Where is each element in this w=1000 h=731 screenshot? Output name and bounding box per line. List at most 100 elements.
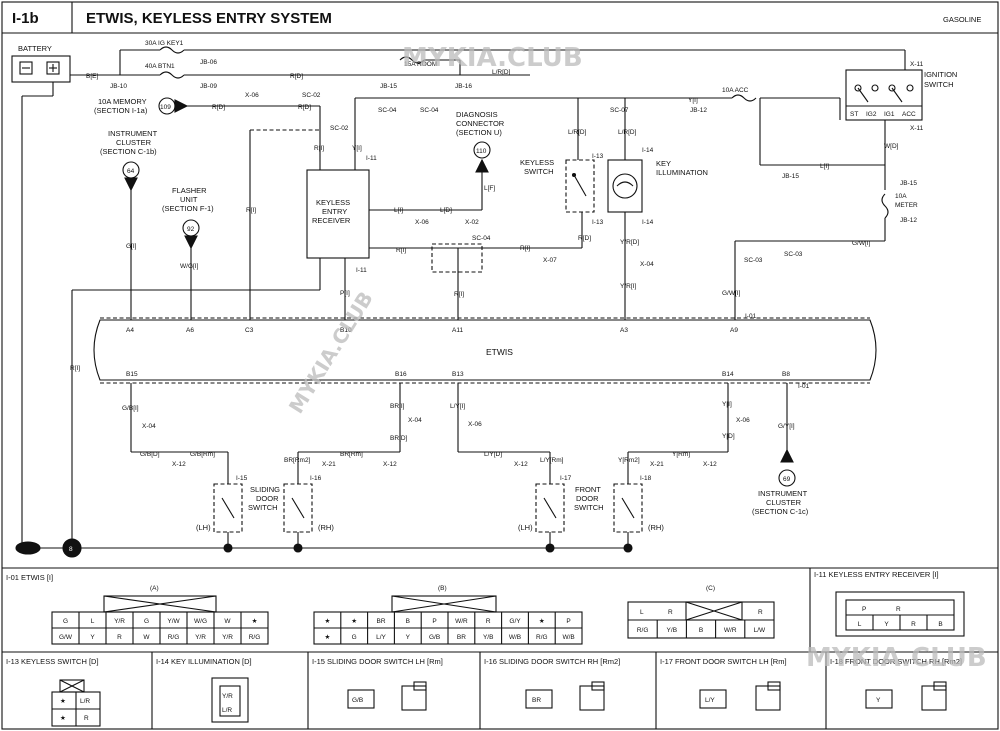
pin-label-a: G [63, 618, 68, 625]
svg-text:METER: METER [895, 202, 918, 209]
svg-text:G/Y[I]: G/Y[I] [778, 423, 795, 430]
svg-text:JB-12: JB-12 [690, 107, 707, 114]
panel-i16-title: I-16 SLIDING DOOR SWITCH RH [Rm2] [484, 657, 620, 666]
svg-text:(SECTION C-1b): (SECTION C-1b) [100, 147, 157, 156]
flasher-unit: FLASHER UNIT (SECTION F-1) 92 [162, 186, 214, 250]
pin-label-c: R [668, 609, 673, 616]
pin-label-b: P [432, 618, 436, 625]
fuse-acc: 10A ACC [722, 87, 749, 94]
connector-i18: Y [865, 681, 947, 711]
svg-text:10A: 10A [895, 193, 907, 200]
svg-text:(C): (C) [706, 585, 715, 592]
pin-label-b: Y/B [483, 634, 493, 641]
fuse-room: 15A ROOM [404, 61, 437, 68]
svg-text:Y: Y [876, 697, 881, 704]
svg-text:I-17: I-17 [560, 475, 572, 482]
svg-text:Y[I]: Y[I] [352, 145, 362, 152]
svg-text:(RH): (RH) [648, 523, 664, 532]
pin-label-a: Y/R [222, 634, 233, 641]
svg-text:R[I]: R[I] [454, 291, 464, 298]
ground-symbol: 8 [15, 538, 82, 558]
svg-text:8: 8 [69, 546, 73, 553]
svg-text:X-06: X-06 [468, 421, 482, 428]
pin-label-b: P [566, 618, 570, 625]
svg-text:CONNECTOR: CONNECTOR [456, 119, 505, 128]
pin-label-b: B [406, 618, 410, 625]
panel-i14-title: I-14 KEY ILLUMINATION [D] [156, 657, 252, 666]
svg-text:(A): (A) [150, 585, 159, 592]
keyless-switch: KEYLESS SWITCH [520, 158, 595, 213]
pin-label-i11: L [858, 621, 862, 628]
pin-label-b: ★ [324, 633, 330, 641]
svg-text:Y[I]: Y[I] [722, 401, 732, 408]
svg-text:L[F]: L[F] [484, 185, 495, 192]
svg-text:ILLUMINATION: ILLUMINATION [656, 168, 708, 177]
svg-text:G/B[Rm]: G/B[Rm] [190, 451, 215, 458]
svg-text:Y/R[D]: Y/R[D] [620, 239, 639, 246]
svg-text:X-02: X-02 [465, 219, 479, 226]
connector-i15: G/B [347, 681, 427, 711]
pin-label-b: BR [457, 634, 466, 641]
pin-label-a: ★ [252, 617, 258, 625]
panel-i11-title: I-11 KEYLESS ENTRY RECEIVER [I] [814, 570, 939, 579]
svg-text:R[I]: R[I] [396, 247, 406, 254]
svg-text:R[I]: R[I] [246, 207, 256, 214]
svg-text:SC-02: SC-02 [302, 92, 321, 99]
pin-label-a: G/W [59, 634, 73, 641]
pin-label-a: Y [90, 634, 95, 641]
svg-text:BR[D]: BR[D] [390, 435, 408, 442]
svg-text:69: 69 [783, 476, 791, 483]
svg-text:KEY: KEY [656, 159, 671, 168]
svg-text:(SECTION F-1): (SECTION F-1) [162, 204, 214, 213]
pin-label-c: R/G [637, 627, 649, 634]
svg-text:110: 110 [476, 148, 487, 155]
svg-text:L[I]: L[I] [820, 163, 829, 170]
instrument-cluster-top: INSTRUMENT CLUSTER (SECTION C-1b) 64 [100, 129, 158, 192]
svg-text:X-06: X-06 [736, 417, 750, 424]
svg-text:ENTRY: ENTRY [322, 207, 347, 216]
connector-i16: BR [525, 681, 605, 711]
pin-label-i11: R [896, 606, 901, 613]
panel-i01-title: I-01 ETWIS [I] [6, 573, 53, 582]
svg-text:Y[D]: Y[D] [722, 433, 735, 440]
connector-i14: Y/R L/R [211, 677, 249, 723]
svg-text:★: ★ [60, 714, 66, 722]
svg-text:R[D]: R[D] [212, 104, 225, 111]
svg-text:10A MEMORY: 10A MEMORY [98, 97, 147, 106]
svg-text:L/R[D]: L/R[D] [492, 69, 511, 76]
svg-text:SWITCH: SWITCH [524, 167, 554, 176]
pin-label-a: G [144, 618, 149, 625]
pin-label-a: R/G [168, 634, 180, 641]
pin-label-a: Y/R [114, 618, 125, 625]
svg-text:B10: B10 [340, 327, 352, 334]
svg-text:ACC: ACC [902, 111, 916, 118]
svg-text:DIAGNOSIS: DIAGNOSIS [456, 110, 498, 119]
svg-text:A4: A4 [126, 327, 134, 334]
svg-text:B8: B8 [782, 371, 790, 378]
svg-text:R: R [84, 715, 89, 722]
watermark-top: MYKIA.CLUB [402, 43, 583, 73]
svg-text:A11: A11 [452, 327, 463, 334]
pin-label-b: BR [376, 618, 385, 625]
svg-text:X-21: X-21 [650, 461, 664, 468]
svg-text:A6: A6 [186, 327, 194, 334]
svg-text:G/W[I]: G/W[I] [722, 290, 741, 297]
pin-label-b: W/R [455, 618, 468, 625]
svg-text:(SECTION C-1c): (SECTION C-1c) [752, 507, 809, 516]
pin-label-b: R [486, 618, 491, 625]
panel-i15-title: I-15 SLIDING DOOR SWITCH LH [Rm] [312, 657, 443, 666]
svg-text:DOOR: DOOR [576, 494, 599, 503]
etwis-module: ETWIS [93, 317, 877, 384]
svg-text:SWITCH: SWITCH [924, 80, 954, 89]
svg-text:★: ★ [60, 697, 66, 705]
svg-text:(LH): (LH) [518, 523, 533, 532]
svg-text:L/R: L/R [80, 698, 90, 705]
svg-text:BR: BR [532, 697, 541, 704]
svg-text:INSTRUMENT: INSTRUMENT [108, 129, 158, 138]
svg-text:BATTERY: BATTERY [18, 44, 52, 53]
svg-text:KEYLESS: KEYLESS [520, 158, 554, 167]
watermark-bottom: MYKIA.CLUB [806, 643, 987, 673]
svg-text:X-12: X-12 [383, 461, 397, 468]
svg-text:JB-15: JB-15 [900, 180, 917, 187]
